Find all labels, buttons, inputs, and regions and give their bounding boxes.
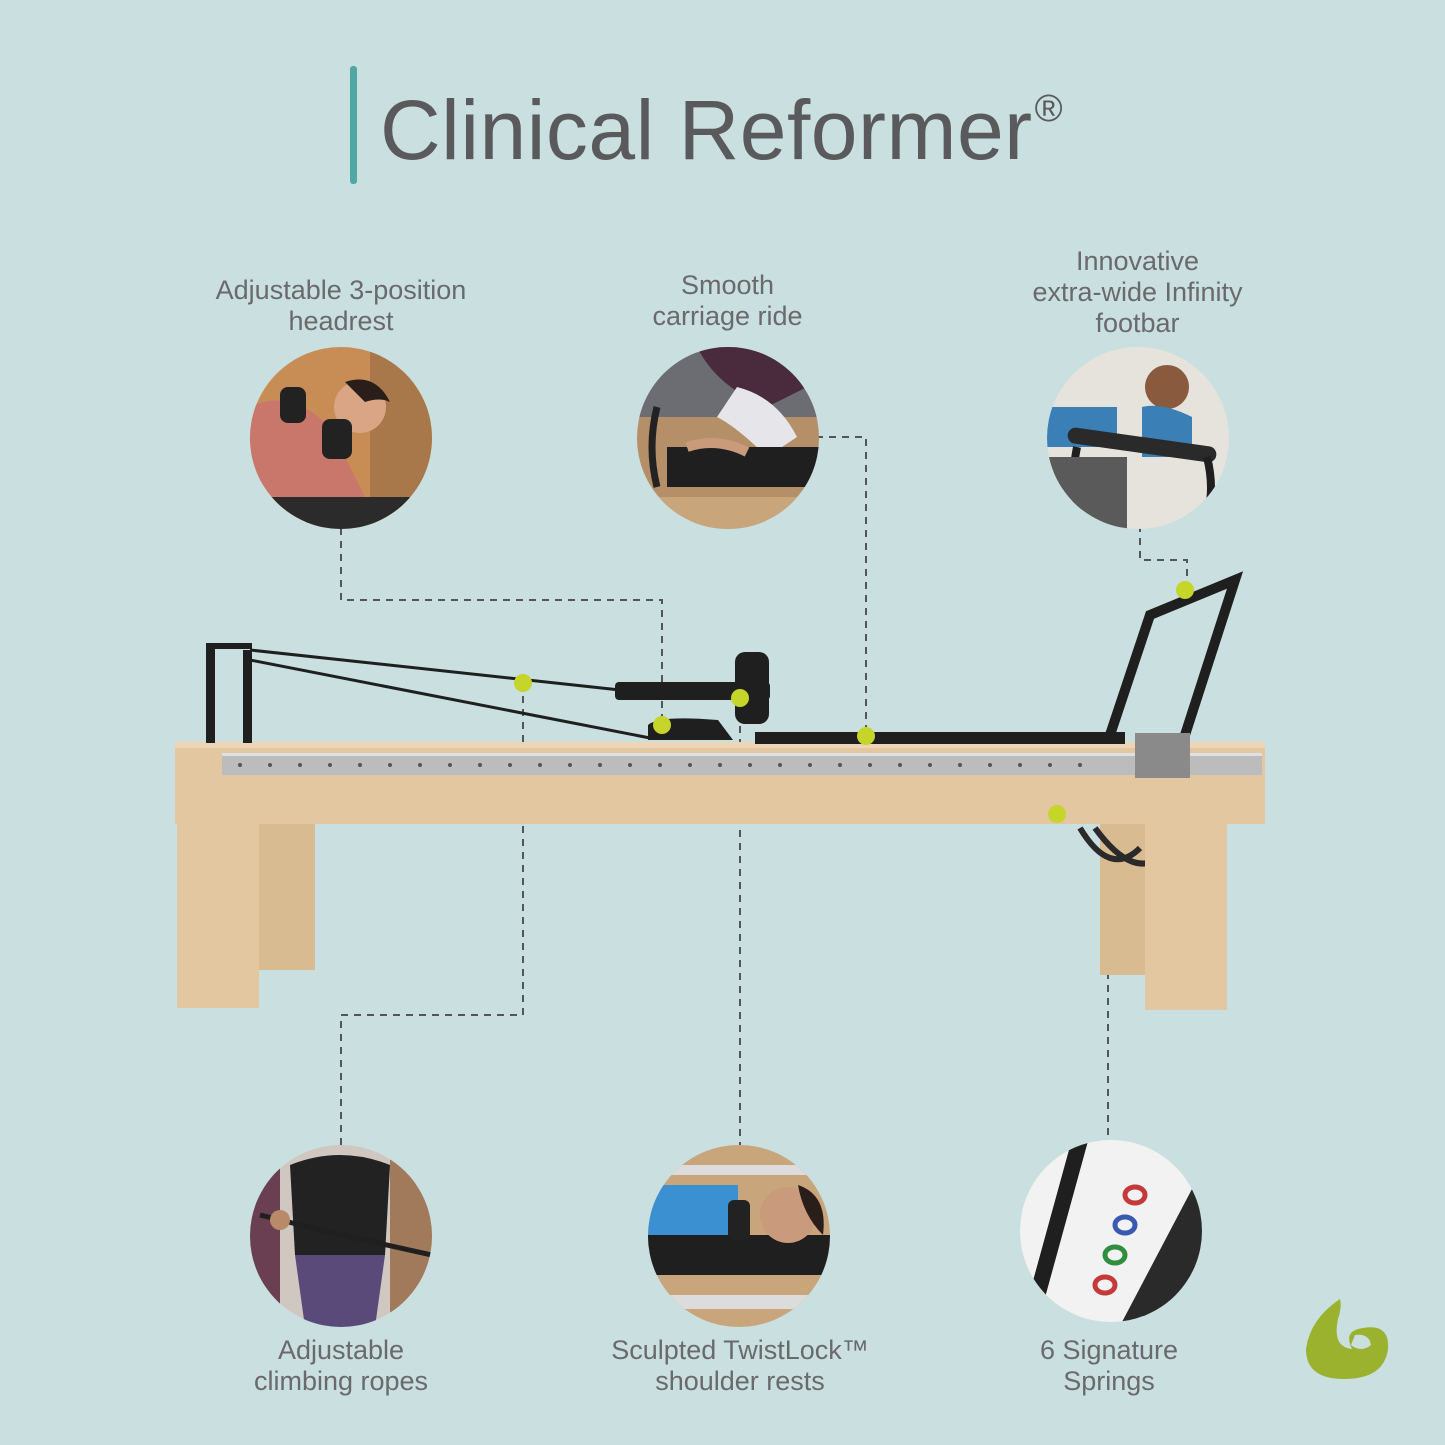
rope-post-outer [206,643,215,743]
photo-springs [1020,1140,1202,1322]
carriage-pad [755,732,1125,744]
leg-front-right [1145,820,1227,1010]
rail-holes [238,763,1082,767]
photo-shoulder [648,1145,830,1327]
marker-carriage [857,727,875,745]
connector-ropes [340,683,524,1145]
climbing-ropes [249,648,651,740]
leg-front-left [177,820,259,1008]
footbar [1105,571,1244,740]
photo-headrest [250,347,432,529]
connector-footbar [1139,525,1188,590]
registered-mark: ® [1034,88,1064,130]
rope-post-inner [243,650,252,743]
frame-top-edge [175,742,1265,748]
shoulder-rest [735,652,769,724]
feature-markers [514,581,1194,823]
leaf-drop-logo-icon [1300,1295,1392,1388]
marker-headrest [653,716,671,734]
marker-springs [1048,805,1066,823]
marker-shoulder [731,689,749,707]
leg-back-left [255,820,315,970]
page-title: Clinical Reformer® [380,83,1064,177]
marker-ropes [514,674,532,692]
photo-carriage [637,347,819,529]
photo-ropes [250,1145,432,1327]
photo-footbar [1047,347,1229,529]
rope-strap [615,682,770,700]
title-accent-bar [350,66,357,184]
connector-headrest [340,528,663,725]
marker-footbar [1176,581,1194,599]
footbar-bracket [1135,733,1190,778]
frame-rail [222,753,1262,775]
connector-carriage [816,436,867,735]
